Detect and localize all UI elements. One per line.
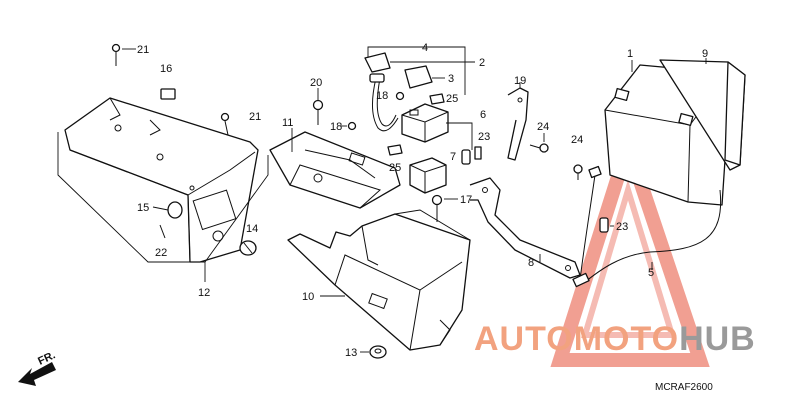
front-direction-arrow [18, 362, 56, 386]
callout-24a: 24 [537, 121, 549, 133]
battery-stay-8 [469, 177, 581, 279]
callout-8: 8 [528, 257, 534, 269]
callout-3: 3 [448, 73, 454, 85]
callout-21a: 21 [137, 44, 149, 56]
cable-cap-2 [364, 52, 391, 73]
callout-16: 16 [160, 63, 172, 75]
callout-18a: 18 [376, 90, 388, 102]
bracket-6 [446, 122, 473, 150]
starter-relay-6 [401, 103, 449, 143]
callout-12: 12 [198, 287, 210, 299]
callout-20: 20 [310, 77, 322, 89]
callout-7: 7 [450, 151, 456, 163]
relay-cable [372, 77, 399, 132]
battery-cable-5 [572, 165, 722, 288]
bracket-12 [57, 132, 269, 263]
watermark-text-primary: AUTOMOTO [474, 320, 679, 358]
nut-13 [369, 345, 387, 359]
connector-7 [461, 149, 471, 165]
watermark: AUTOMOTOHUB [474, 320, 756, 358]
bolt-17 [431, 194, 443, 222]
callout-18b: 18 [330, 121, 342, 133]
pin-22 [159, 224, 166, 239]
callout-9: 9 [702, 48, 708, 60]
callout-17: 17 [460, 194, 472, 206]
callout-25a: 25 [446, 93, 458, 105]
callout-24b: 24 [571, 134, 583, 146]
callout-19: 19 [514, 75, 526, 87]
relay-boot-7 [409, 157, 447, 194]
battery-tray-upper [269, 131, 401, 209]
watermark-text-secondary: HUB [679, 320, 756, 358]
callout-1: 1 [627, 48, 633, 60]
callout-14: 14 [246, 223, 258, 235]
callout-15: 15 [137, 202, 149, 214]
terminal-25-a [429, 93, 445, 105]
watermark-triangle [550, 122, 710, 367]
callout-13: 13 [345, 347, 357, 359]
bolt-20 [312, 99, 324, 125]
callout-labels: 1 2 3 4 5 6 7 8 9 10 11 12 13 14 15 16 1… [36, 42, 713, 393]
bolt-18-b [347, 121, 357, 131]
battery-box [287, 209, 471, 351]
callout-2: 2 [479, 57, 485, 69]
callout-6: 6 [480, 109, 486, 121]
battery-cover [64, 97, 259, 263]
svg-text:AUTOMOTOHUB: AUTOMOTOHUB [474, 320, 756, 358]
battery-spacer-9 [659, 59, 746, 171]
connector-23-b [599, 217, 609, 233]
bolt-24-a [529, 143, 549, 153]
callout-23a: 23 [478, 131, 490, 143]
callout-11: 11 [282, 117, 293, 129]
connector-23-a [474, 146, 482, 160]
callout-25b: 25 [389, 162, 401, 174]
callout-5: 5 [648, 267, 654, 279]
callout-10: 10 [302, 291, 314, 303]
callout-4: 4 [422, 42, 428, 54]
diagram-code: MCRAF2600 [655, 382, 713, 393]
clip-16 [160, 88, 176, 100]
callout-21b: 21 [249, 111, 261, 123]
bolt-21-top [111, 43, 121, 66]
cable-cap-3 [404, 65, 433, 89]
grommet-15 [167, 201, 183, 219]
bolt-21-right [220, 112, 230, 136]
callout-23b: 23 [616, 221, 628, 233]
terminal-25-b [387, 144, 403, 156]
callout-22: 22 [155, 247, 167, 259]
battery-band-19 [507, 87, 529, 161]
bolt-18-a [395, 91, 405, 101]
knob-14 [239, 240, 257, 256]
bolt-24-b [573, 164, 583, 180]
direction-label: FR. [36, 349, 57, 367]
